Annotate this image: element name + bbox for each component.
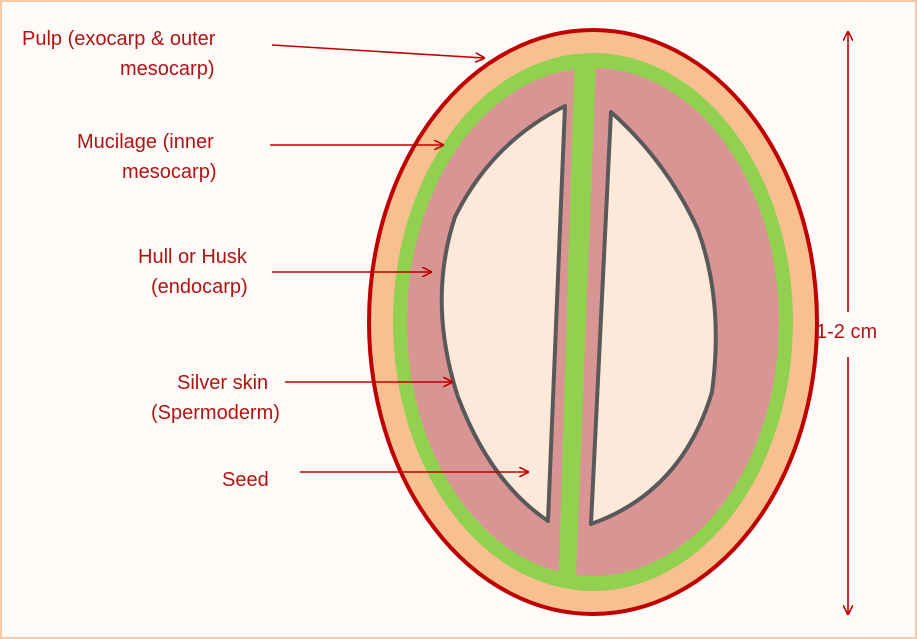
- silver-skin-label-line2: (Spermoderm): [151, 398, 280, 428]
- hull-label-line2: (endocarp): [151, 272, 248, 302]
- pulp-label-line2: mesocarp): [120, 54, 214, 84]
- seed-label: Seed: [222, 465, 269, 495]
- hull-label-line1: Hull or Husk: [138, 242, 247, 272]
- pulp-label-line1: Pulp (exocarp & outer: [22, 24, 215, 54]
- mucilage-label-line2: mesocarp): [122, 157, 216, 187]
- size-label: 1-2 cm: [816, 317, 877, 347]
- silver-skin-label-line1: Silver skin: [177, 368, 268, 398]
- pulp-arrow: [272, 45, 484, 58]
- mucilage-label-line1: Mucilage (inner: [77, 127, 214, 157]
